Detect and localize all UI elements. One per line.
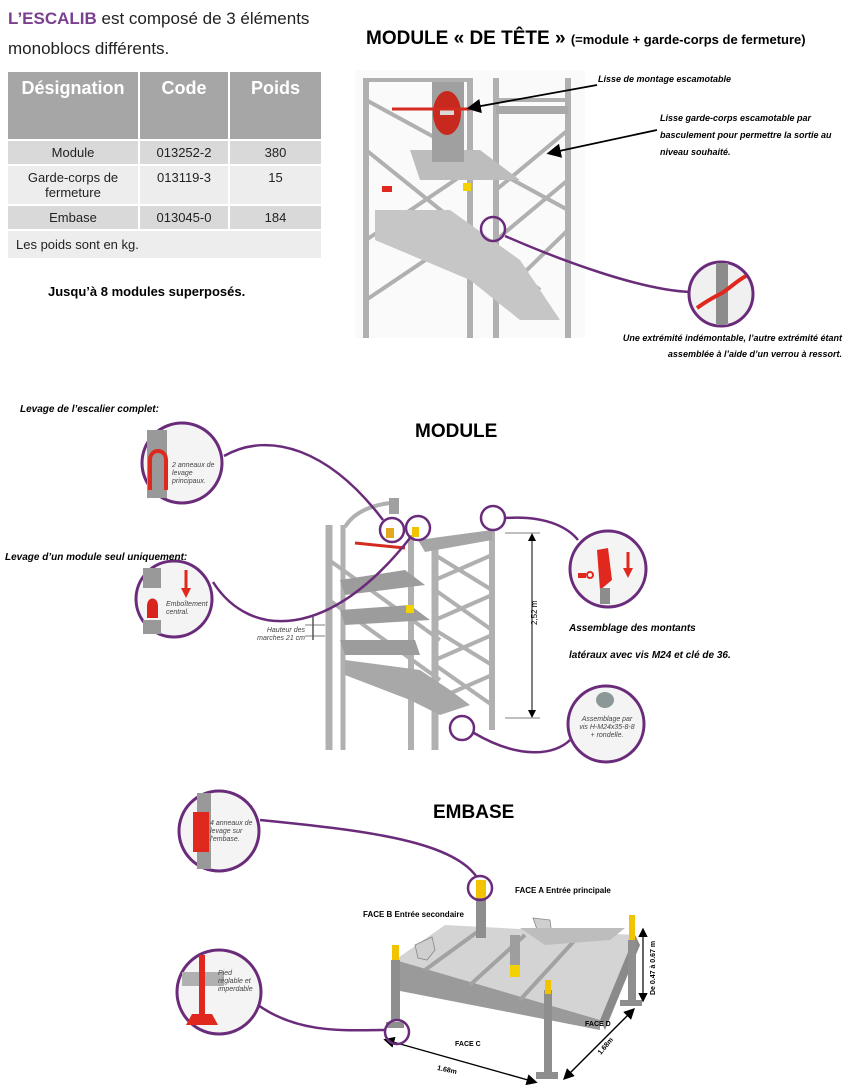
detail-circle-anneaux xyxy=(140,421,224,505)
face-b-label: FACE B Entrée secondaire xyxy=(363,910,464,919)
table-row: Embase 013045-0 184 xyxy=(8,206,321,229)
table-note-row: Les poids sont en kg. xyxy=(8,231,321,258)
dim-height-label: De 0.47 à 0.67 m xyxy=(650,940,657,995)
header-designation: Désignation xyxy=(8,72,138,139)
pied-detail-text: Pied réglable et imperdable xyxy=(218,970,253,993)
tete-title: MODULE « DE TÊTE » (=module + garde-corp… xyxy=(366,28,806,50)
callout-lisse-garde-corps: Lisse garde-corps escamotable par bascul… xyxy=(660,113,832,157)
spec-table: Désignation Code Poids Module 013252-2 3… xyxy=(6,70,323,260)
assemblage-montants-line1: Assemblage des montants xyxy=(569,623,696,634)
levage-complet-label: Levage de l’escalier complet: xyxy=(20,404,159,415)
brand-name: L’ESCALIB xyxy=(8,9,97,28)
header-poids: Poids xyxy=(230,72,321,139)
detail-circle-emboitement xyxy=(134,559,214,639)
callout-arrow-lisse-montage xyxy=(466,84,598,114)
module-title: MODULE xyxy=(415,421,498,442)
face-d-label: FACE D xyxy=(585,1021,611,1028)
tete-tower-illustration xyxy=(355,70,585,338)
face-c-label: FACE C xyxy=(455,1041,481,1048)
table-row: Module 013252-2 380 xyxy=(8,141,321,164)
callout-circle-small xyxy=(479,215,507,243)
detail-circle-anneaux-embase xyxy=(177,789,261,873)
levage-module-label: Levage d’un module seul uniquement: xyxy=(5,552,188,563)
intro-paragraph: L’ESCALIB est composé de 3 éléments mono… xyxy=(8,4,338,64)
embase-title: EMBASE xyxy=(433,802,515,823)
assemblage-montants-line2: latéraux avec vis M24 et clé de 36. xyxy=(569,650,731,661)
callout-connector xyxy=(504,234,691,294)
cell-designation: Embase xyxy=(8,206,138,229)
cell-poids: 380 xyxy=(230,141,321,164)
detail-circle-montants xyxy=(568,529,648,609)
dimension-face-d xyxy=(563,1008,635,1080)
anneaux-detail-text: 2 anneaux de levage principaux. xyxy=(172,462,215,485)
assemblage-vis-text: Assemblage par vis H-M24x35-8-8 + rondel… xyxy=(579,716,635,739)
detail-circle-verrou xyxy=(687,260,755,328)
callout-circle-emboitement xyxy=(404,514,432,542)
dimension-face-c xyxy=(383,1036,538,1086)
callout-circle-montants xyxy=(479,504,507,532)
hauteur-marches-text: Hauteur des marches 21 cm xyxy=(257,627,305,642)
callout-extremite: Une extrémité indémontable, l’autre extr… xyxy=(622,333,842,359)
anneaux-embase-text: 4 anneaux de levage sur l'embase. xyxy=(210,820,253,843)
intro-text: est composé de 3 éléments monoblocs diff… xyxy=(8,9,310,58)
table-note: Les poids sont en kg. xyxy=(8,231,321,258)
detail-circle-vis xyxy=(566,684,646,764)
cell-poids: 15 xyxy=(230,166,321,204)
header-code: Code xyxy=(140,72,228,139)
stack-note: Jusqu’à 8 modules superposés. xyxy=(48,284,246,299)
embase-illustration xyxy=(386,880,642,1079)
callout-circle-anneaux-embase xyxy=(466,874,494,902)
tete-title-main: MODULE « DE TÊTE » xyxy=(366,28,566,49)
cell-code: 013045-0 xyxy=(140,206,228,229)
callout-arrow-lisse-garde-corps xyxy=(546,129,658,158)
callout-circle-vis xyxy=(448,714,476,742)
cell-designation: Module xyxy=(8,141,138,164)
callout-circle-pied xyxy=(383,1018,411,1046)
table-header-row: Désignation Code Poids xyxy=(8,72,321,139)
table-row: Garde-corps de fermeture 013119-3 15 xyxy=(8,166,321,204)
cell-designation: Garde-corps de fermeture xyxy=(8,166,138,204)
face-a-label: FACE A Entrée principale xyxy=(515,886,611,895)
cell-poids: 184 xyxy=(230,206,321,229)
detail-circle-pied xyxy=(175,948,263,1036)
height-dimension-label: 2,52 m xyxy=(530,600,539,625)
cell-code: 013252-2 xyxy=(140,141,228,164)
emboitement-detail-text: Emboîtement central. xyxy=(166,601,208,616)
callout-circle-anneaux xyxy=(378,516,406,544)
cell-code: 013119-3 xyxy=(140,166,228,204)
tete-subtitle: (=module + garde-corps de fermeture) xyxy=(570,32,806,47)
callout-lisse-montage: Lisse de montage escamotable xyxy=(598,74,732,84)
